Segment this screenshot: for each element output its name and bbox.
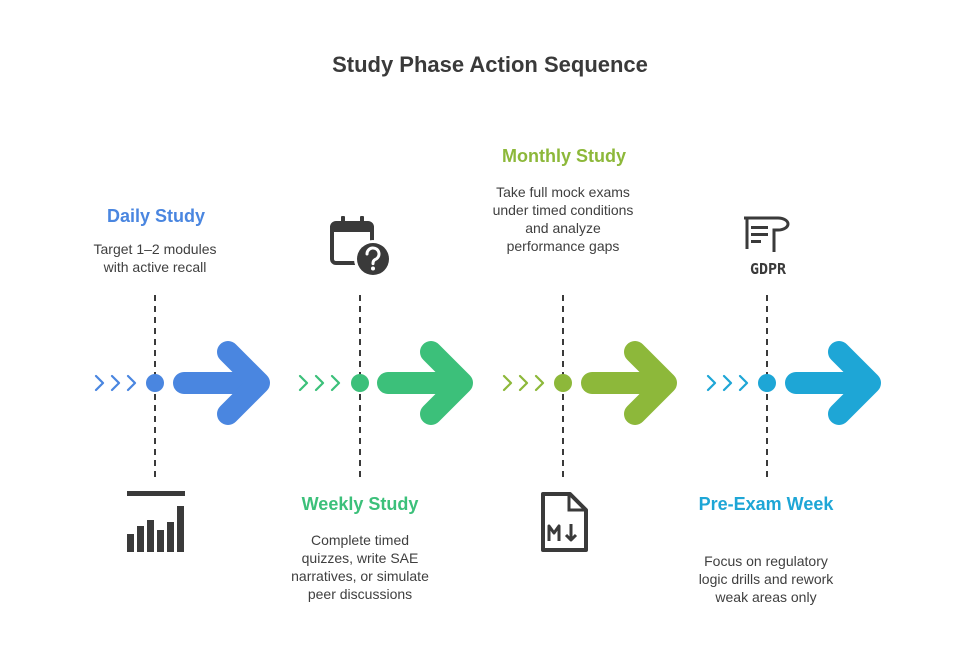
phase-title-weekly: Weekly Study — [301, 494, 419, 514]
calendar-question-icon — [330, 216, 392, 278]
chevrons-monthly — [502, 374, 545, 392]
phase-desc-daily: Target 1–2 modules with active recall — [93, 241, 217, 275]
phase-title-daily: Daily Study — [106, 206, 206, 226]
phase-desc-preexam: Focus on regulatory logic drills and rew… — [698, 553, 834, 605]
gdpr-label: GDPR — [750, 260, 787, 278]
arrow-weekly — [377, 341, 473, 425]
timeline-dot-weekly — [351, 374, 369, 392]
arrow-preexam — [785, 341, 881, 425]
gdpr-document-icon: GDPR — [744, 216, 790, 278]
page-title: Study Phase Action Sequence — [332, 52, 648, 77]
timeline-dot-daily — [146, 374, 164, 392]
phase-title-preexam: Pre-Exam Week — [698, 494, 834, 514]
markdown-file-icon — [541, 492, 588, 552]
phase-desc-weekly: Complete timed quizzes, write SAE narrat… — [291, 532, 429, 602]
bar-chart-icon — [127, 491, 185, 552]
phase-desc-monthly: Take full mock exams under timed conditi… — [492, 184, 634, 254]
chevrons-preexam — [706, 374, 749, 392]
arrow-monthly — [581, 341, 677, 425]
chevrons-daily — [94, 374, 137, 392]
timeline-dot-preexam — [758, 374, 776, 392]
phase-title-monthly: Monthly Study — [502, 146, 626, 166]
arrow-daily — [173, 341, 270, 425]
chevrons-weekly — [298, 374, 341, 392]
timeline-dot-monthly — [554, 374, 572, 392]
